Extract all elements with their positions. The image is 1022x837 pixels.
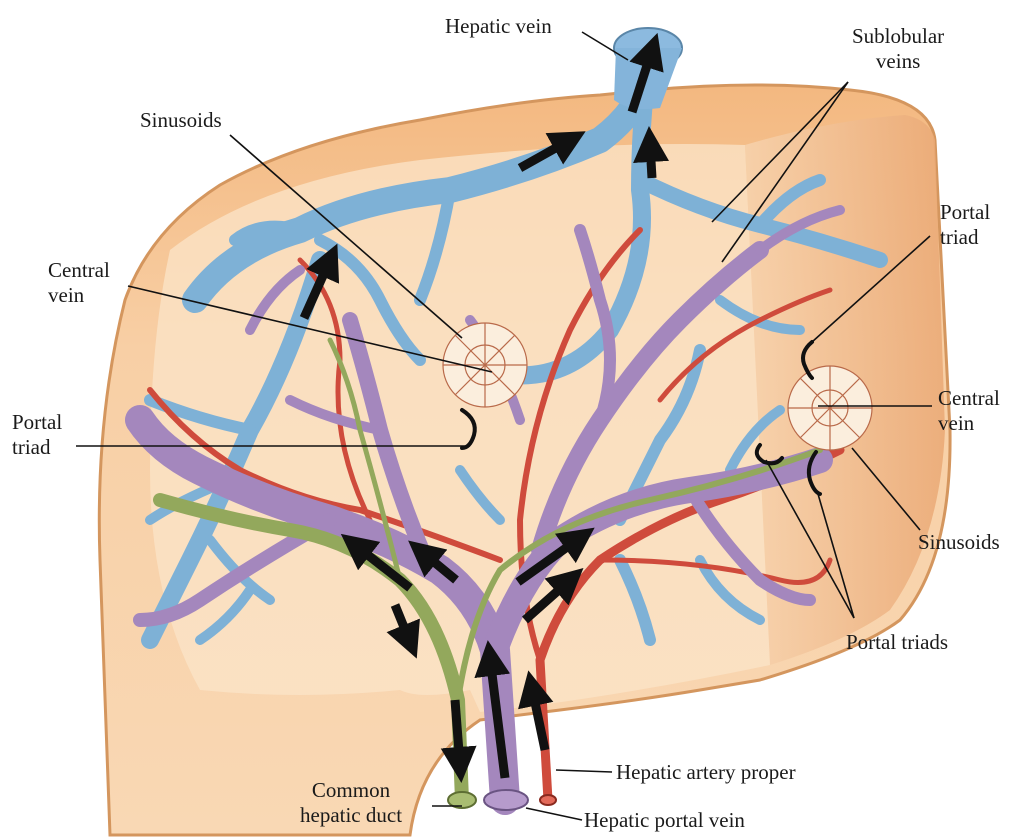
label-hepatic-vein: Hepatic vein	[445, 14, 552, 39]
label-central-vein-left: Central vein	[48, 258, 110, 308]
label-sinusoids-right: Sinusoids	[918, 530, 1000, 555]
label-portal-triad-right-line-1: Portal	[940, 200, 990, 225]
label-portal-triad-left-line-2: triad	[12, 435, 62, 460]
lobule-right	[788, 366, 872, 450]
label-central-vein-right-line-1: Central	[938, 386, 1000, 411]
flow-arrow	[455, 700, 460, 765]
label-portal-triads: Portal triads	[846, 630, 948, 655]
label-sublobular-veins: Sublobular veins	[852, 24, 944, 74]
hepatic-artery-proper-end	[540, 795, 556, 805]
lobule-top	[443, 323, 527, 407]
hepatic-portal-vein-end	[484, 790, 528, 810]
label-central-vein-left-line-1: Central	[48, 258, 110, 283]
label-common-hepatic-duct: Common hepatic duct	[300, 778, 402, 828]
label-portal-triad-left: Portal triad	[12, 410, 62, 460]
label-common-hepatic-duct-line-1: Common	[300, 778, 402, 803]
label-sublobular-veins-line-1: Sublobular	[852, 24, 944, 49]
label-portal-triad-left-line-1: Portal	[12, 410, 62, 435]
label-common-hepatic-duct-line-2: hepatic duct	[300, 803, 402, 828]
label-central-vein-right-line-2: vein	[938, 411, 1000, 436]
label-sinusoids-top: Sinusoids	[140, 108, 222, 133]
label-hepatic-portal-vein: Hepatic portal vein	[584, 808, 745, 833]
flow-arrow	[650, 144, 652, 178]
label-central-vein-right: Central vein	[938, 386, 1000, 436]
label-hepatic-artery-proper: Hepatic artery proper	[616, 760, 796, 785]
label-portal-triad-right: Portal triad	[940, 200, 990, 250]
label-sublobular-veins-line-2: veins	[852, 49, 944, 74]
label-central-vein-left-line-2: vein	[48, 283, 110, 308]
label-portal-triad-right-line-2: triad	[940, 225, 990, 250]
